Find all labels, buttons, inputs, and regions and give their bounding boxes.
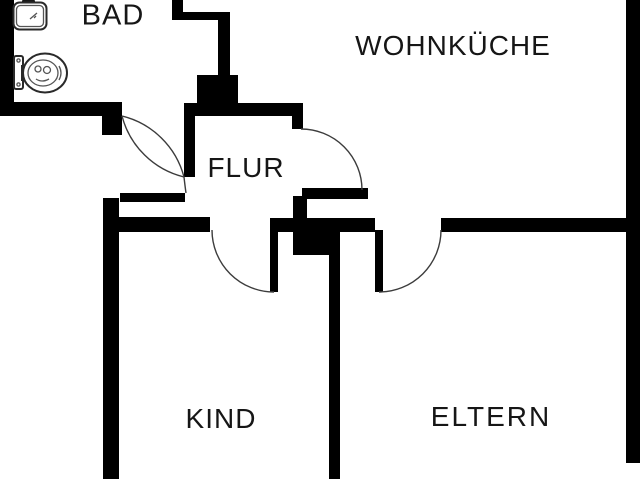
wall-right	[626, 0, 640, 463]
wall-wohnkueche-left-block	[197, 75, 238, 104]
wall-eltern-top	[441, 218, 640, 232]
washbasin-drain	[29, 12, 38, 20]
wall-flur-left-bar	[120, 193, 185, 202]
wall-bad-door-hinge-block	[102, 114, 122, 135]
room-label-eltern: ELTERN	[430, 401, 552, 432]
wall-kind-eltern-divider	[329, 230, 340, 479]
toilet-detail-curve	[35, 78, 50, 82]
wall-wohnkueche-left-upper	[218, 18, 230, 78]
bad-door-arc-lower	[121, 115, 185, 178]
wall-bad-left	[0, 0, 14, 116]
toilet-detail-right	[42, 65, 52, 75]
wohnkueche-door-arc	[300, 128, 363, 191]
bad-door-arc-upper	[121, 115, 185, 178]
eltern-door-leaf	[375, 230, 383, 292]
room-label-flur: FLUR	[207, 152, 285, 183]
toilet-icon	[13, 52, 68, 94]
toilet-detail-left	[34, 65, 42, 73]
washbasin-icon	[12, 0, 48, 31]
door-arcs	[121, 115, 442, 293]
wall-bad-bottom	[0, 102, 122, 116]
eltern-door-arc	[378, 229, 442, 293]
room-label-wohnkueche: WOHNKÜCHE	[355, 30, 551, 61]
washbasin-inner	[15, 4, 45, 28]
bad-door-arc-tail	[183, 176, 187, 194]
toilet-rim-shade	[58, 65, 62, 81]
kind-door-arc	[211, 229, 275, 293]
toilet-cistern-screw-bottom	[16, 82, 21, 87]
room-label-bad: BAD	[81, 0, 145, 32]
wall-top-stub	[172, 0, 183, 20]
room-label-kind: KIND	[185, 403, 257, 434]
kind-door-leaf	[270, 230, 278, 292]
wall-wohnkueche-door-upper-stub	[292, 103, 303, 129]
wall-flur-top	[184, 103, 303, 116]
wall-top-connector	[172, 12, 230, 20]
toilet-cistern-screw-top	[16, 58, 21, 63]
wall-kind-top-left	[118, 217, 210, 232]
wall-bad-door-jamb	[184, 108, 195, 177]
wall-flur-bottom	[270, 218, 375, 232]
wall-kind-left	[103, 198, 119, 479]
washbasin-body	[12, 1, 48, 31]
toilet-seat	[27, 59, 59, 87]
wall-wohnkueche-door-stub	[302, 188, 368, 199]
